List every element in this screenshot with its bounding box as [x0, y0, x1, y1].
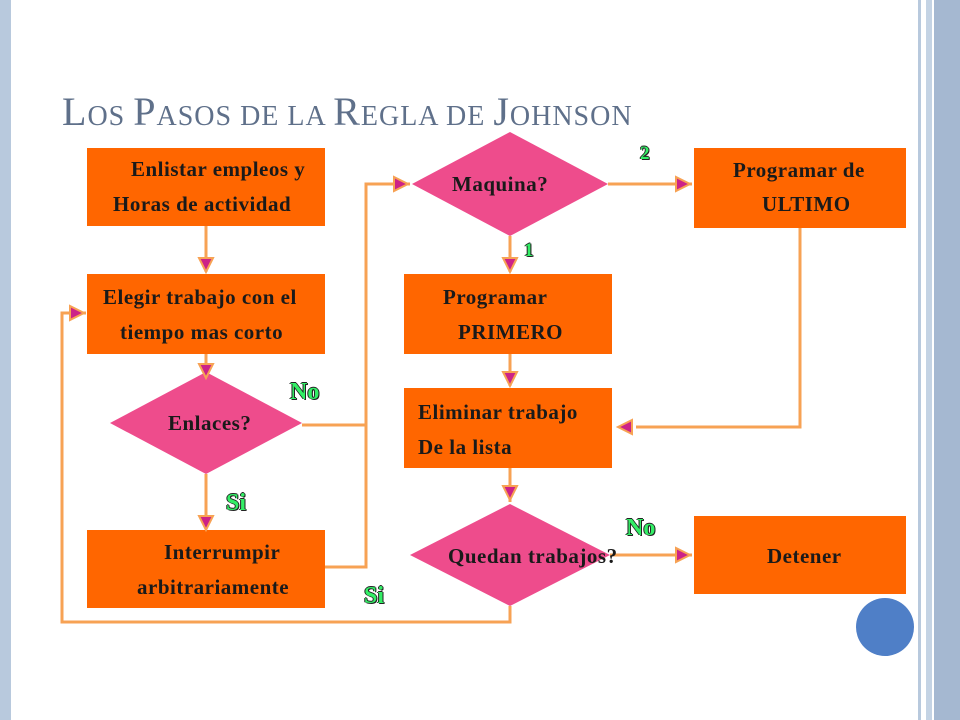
- elegir-line2: tiempo mas corto: [120, 320, 284, 344]
- arrowhead-right: [675, 175, 693, 193]
- arrowhead-down: [197, 515, 215, 533]
- enlistar-line1: Enlistar empleos y: [131, 157, 306, 181]
- detener-label: Detener: [767, 544, 842, 568]
- primero-line1: Programar: [443, 285, 548, 309]
- box-programar-primero: [404, 274, 612, 354]
- eliminar-line2: De la lista: [418, 435, 513, 459]
- edge-label-enlaces-no: No: [290, 379, 320, 405]
- primero-line2: PRIMERO: [458, 320, 563, 344]
- box-detener: [694, 516, 906, 594]
- edge-label-enlaces-si: Si: [226, 490, 247, 516]
- elegir-line1: Elegir trabajo con el: [103, 285, 297, 309]
- edge-label-quedan-si: Si: [364, 583, 385, 609]
- interrumpir-line2: arbitrariamente: [137, 575, 290, 599]
- maquina-label: Maquina?: [452, 172, 549, 196]
- connector-enlaces-maquina: [302, 182, 410, 427]
- arrowhead-down: [197, 257, 215, 275]
- slide-decoration-circle: [856, 598, 914, 656]
- arrowhead-down: [501, 485, 519, 503]
- diamond-quedan: [410, 504, 610, 606]
- interrumpir-line1: Interrumpir: [164, 540, 281, 564]
- arrowhead-right: [69, 304, 87, 322]
- diamond-maquina: [412, 132, 608, 236]
- ultimo-line1: Programar de: [733, 158, 865, 182]
- arrowhead-down: [501, 257, 519, 275]
- decision-diamonds: [110, 132, 610, 606]
- box-programar-ultimo: [694, 148, 906, 228]
- connector-interrumpir-join: [324, 425, 368, 569]
- slide-title: LOS PASOS DE LA REGLA DE JOHNSON: [62, 89, 633, 134]
- quedan-label: Quedan trabajos?: [448, 544, 618, 568]
- arrowheads: [69, 175, 693, 564]
- arrowhead-left: [615, 418, 633, 436]
- slide-left-border: [0, 0, 11, 720]
- enlaces-label: Enlaces?: [168, 411, 252, 435]
- slide-right-stripe: [934, 0, 960, 720]
- arrowhead-right: [675, 546, 693, 564]
- edge-label-maquina-2: 2: [640, 143, 650, 164]
- slide-right-stripe: [918, 0, 921, 720]
- arrowhead-right: [393, 175, 411, 193]
- box-interrumpir: [87, 530, 325, 608]
- process-boxes: [87, 148, 906, 608]
- connector-ultimo-eliminar: [636, 228, 802, 429]
- eliminar-line1: Eliminar trabajo: [418, 400, 578, 424]
- arrowhead-down: [197, 363, 215, 381]
- ultimo-line2: ULTIMO: [762, 192, 851, 216]
- enlistar-line2: Horas de actividad: [113, 192, 292, 216]
- arrowhead-down: [501, 371, 519, 389]
- box-eliminar: [404, 388, 612, 468]
- edge-label-maquina-1: 1: [524, 240, 534, 261]
- diamond-enlaces: [110, 372, 302, 474]
- edge-label-quedan-no: No: [626, 515, 656, 541]
- slide-right-stripe: [926, 0, 932, 720]
- box-elegir: [87, 274, 325, 354]
- box-enlistar: [87, 148, 325, 226]
